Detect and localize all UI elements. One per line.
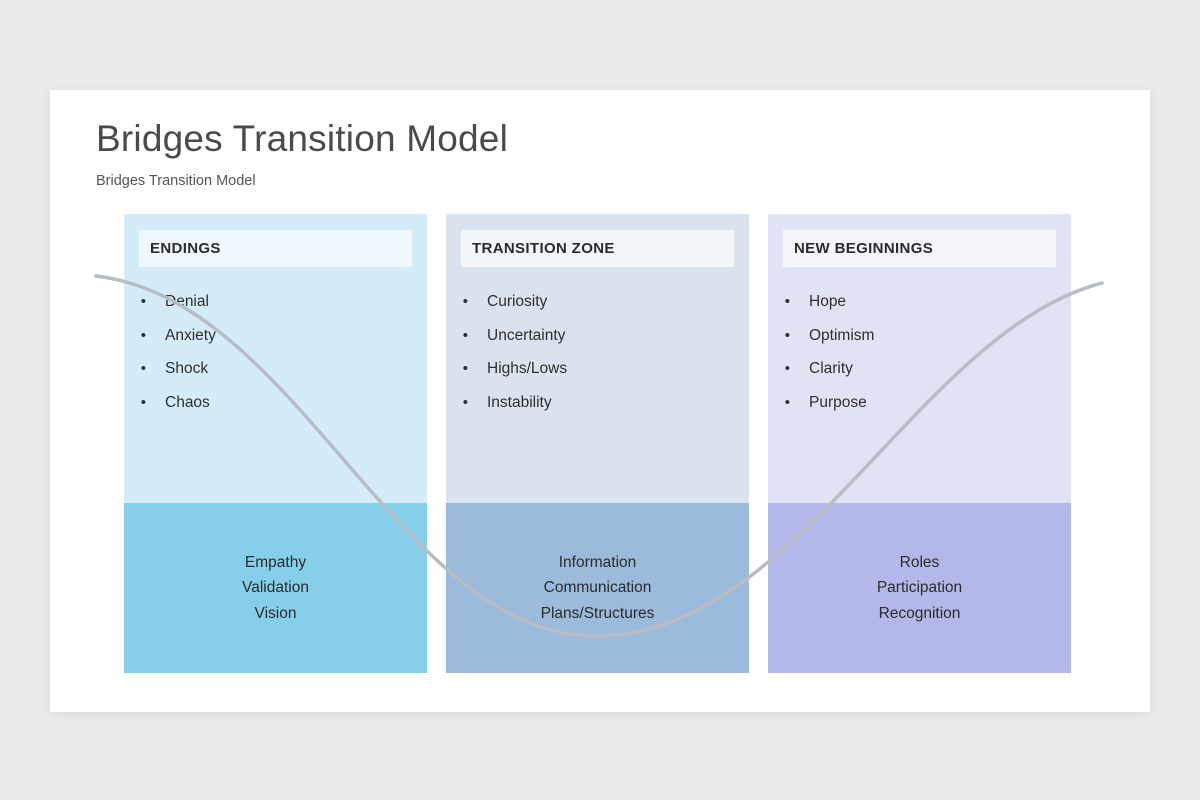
list-item: • Optimism [768, 327, 1071, 361]
list-item: • Hope [768, 293, 1071, 327]
list-item-label: Shock [165, 360, 209, 377]
bullet-icon: • [462, 360, 468, 377]
stage-list-transition-zone: • Curiosity • Uncertainty • Highs/Lows • Instab… [446, 293, 749, 427]
outcome-label: Validation [242, 579, 309, 597]
bullet-icon: • [462, 293, 468, 310]
bullet-icon: • [462, 326, 468, 344]
stage-column-top-transition-zone: TRANSITION ZONE • Curiosity • Uncertainty • Hi… [446, 214, 749, 503]
bullet-icon: • [140, 393, 146, 411]
outcome-label: Recognition [878, 604, 961, 622]
list-item-label: Chaos [165, 393, 210, 411]
list-item-label: Curiosity [487, 293, 548, 310]
bullet-icon: • [140, 293, 146, 310]
list-item: • Purpose [768, 394, 1071, 428]
list-item-label: Clarity [809, 360, 853, 377]
bullet-icon: • [784, 393, 790, 411]
list-item: • Shock [124, 360, 427, 394]
bullet-icon: • [784, 360, 790, 377]
outcome-label: Participation [876, 579, 963, 597]
stage-column-new-beginnings[interactable]: NEW BEGINNINGS • Hope • Optimism • Clarity • Pur… [768, 214, 1071, 673]
stage-header-new-beginnings: NEW BEGINNINGS [783, 230, 1056, 267]
outcome-label: Empathy [244, 553, 307, 571]
bullet-icon: • [140, 360, 146, 377]
list-item-label: Anxiety [165, 326, 216, 344]
stage-list-new-beginnings: • Hope • Optimism • Clarity • Purpose [768, 293, 1071, 427]
page-title: Bridges Transition Model [96, 118, 508, 159]
list-item-label: Optimism [809, 326, 875, 344]
list-item-label: Purpose [809, 393, 867, 411]
list-item-label: Hope [809, 293, 847, 310]
outcome-label: Communication [543, 579, 652, 597]
list-item: • Anxiety [124, 327, 427, 361]
bullet-icon: • [462, 393, 468, 411]
outcome-label: Roles [899, 553, 940, 571]
page-subtitle: Bridges Transition Model [96, 173, 256, 189]
list-item: • Uncertainty [446, 327, 749, 361]
stage-column-transition-zone[interactable]: TRANSITION ZONE • Curiosity • Uncertainty • Hi… [446, 214, 749, 673]
list-item: • Clarity [768, 360, 1071, 394]
bullet-icon: • [784, 293, 790, 310]
outcome-label: Plans/Structures [540, 604, 655, 622]
list-item: • Instability [446, 394, 749, 428]
list-item-label: Uncertainty [487, 326, 566, 344]
stage-header-transition-zone: TRANSITION ZONE [461, 230, 734, 267]
outcome-label: Vision [254, 604, 297, 622]
bullet-icon: • [140, 326, 146, 344]
stage-column-top-new-beginnings: NEW BEGINNINGS • Hope • Optimism • Clarity • Pur… [768, 214, 1071, 503]
list-item-label: Instability [487, 393, 552, 411]
list-item: • Denial [124, 293, 427, 327]
stage-column-top-endings: ENDINGS • Denial • Anxiety • Shock • Chaos [124, 214, 427, 503]
list-item: • Highs/Lows [446, 360, 749, 394]
list-item-label: Highs/Lows [487, 360, 568, 377]
stage-list-endings: • Denial • Anxiety • Shock • Chaos [124, 293, 427, 427]
bullet-icon: • [784, 326, 790, 344]
stage-header-endings: ENDINGS [139, 230, 412, 267]
outcome-label: Information [558, 553, 637, 571]
list-item-label: Denial [165, 293, 209, 310]
list-item: • Curiosity [446, 293, 749, 327]
list-item: • Chaos [124, 394, 427, 428]
